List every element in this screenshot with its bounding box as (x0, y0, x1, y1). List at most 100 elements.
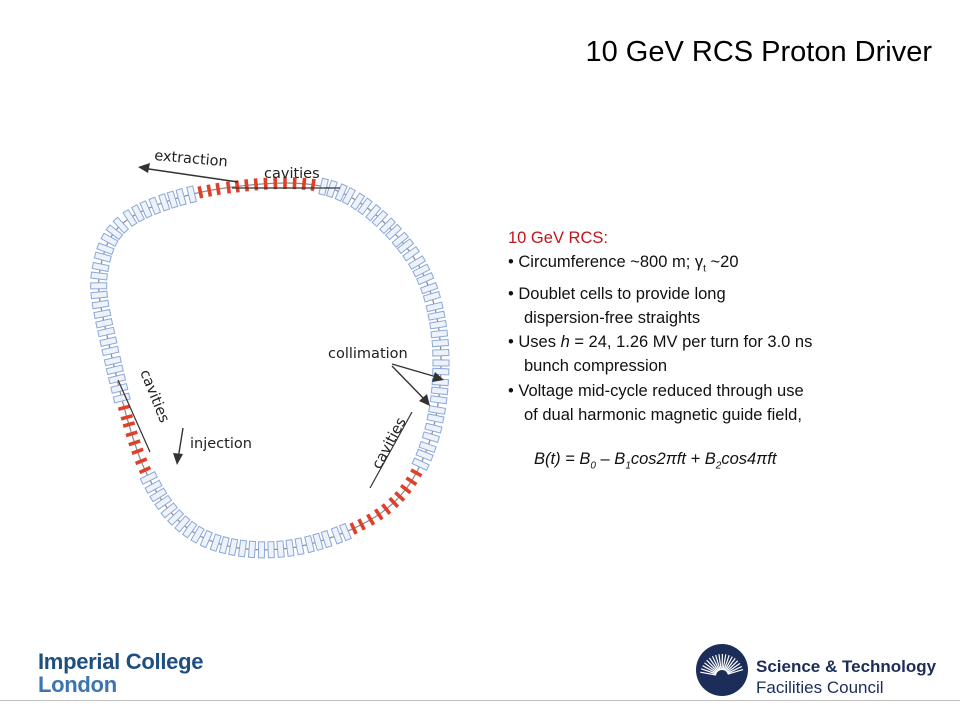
lattice-magnet (285, 539, 295, 557)
stfc-ray (718, 654, 722, 671)
rf-cavity (206, 184, 213, 197)
imperial-logo-line1: Imperial College (38, 649, 204, 674)
cavities-right-bracket (369, 411, 413, 489)
collimation-arrowhead-2 (419, 394, 430, 406)
lattice-magnet (105, 364, 124, 376)
lattice-magnet (97, 326, 116, 338)
stfc-line1: Science & Technology (756, 657, 937, 676)
lattice-magnet (412, 263, 431, 278)
rf-cavity (134, 457, 148, 466)
lattice-magnet (99, 336, 118, 347)
lattice-magnet (432, 367, 450, 376)
stfc-ray (727, 669, 744, 675)
lattice-magnet (122, 208, 138, 228)
lattice-magnet (428, 405, 447, 415)
stfc-ray (702, 665, 717, 674)
rf-cavity (405, 476, 418, 486)
rf-cavity (349, 522, 358, 535)
lattice-magnet (160, 502, 179, 519)
bullet-voltage-cont: of dual harmonic magnetic guide field, (524, 405, 802, 424)
rf-cavity (128, 439, 141, 447)
lattice-magnet (419, 282, 439, 295)
injection-arrowhead (173, 453, 183, 465)
lattice-magnet (149, 487, 168, 503)
lattice-magnet (415, 448, 434, 462)
stfc-ray (725, 660, 739, 673)
lattice-magnet (93, 251, 112, 263)
lattice-magnet (425, 301, 444, 313)
lattice-magnet (91, 261, 110, 273)
footer-divider (0, 700, 960, 701)
lattice-magnet (338, 522, 352, 542)
lattice-magnet (411, 457, 430, 471)
rf-cavity (388, 496, 400, 509)
lattice-magnet (407, 255, 427, 270)
rf-cavity (381, 503, 392, 515)
stfc-ray (724, 656, 733, 671)
lattice-magnet (228, 538, 239, 557)
collimation-arrow-2 (391, 365, 428, 403)
rf-cavity (292, 177, 297, 190)
slide-title: 10 GeV RCS Proton Driver (585, 36, 932, 68)
rf-cavity (283, 176, 287, 190)
lattice-magnet (350, 192, 366, 211)
stfc-ray (722, 654, 727, 671)
lattice-magnet (158, 193, 171, 212)
lattice-magnet (237, 539, 248, 558)
lattice-magnet (430, 329, 449, 339)
lattice-magnet (91, 299, 110, 310)
lattice-magnet (110, 382, 129, 394)
lattice-magnet (139, 200, 153, 219)
bullet-doublet: • Doublet cells to provide long (508, 284, 726, 303)
lattice-magnet (105, 224, 124, 241)
rcs-description: 10 GeV RCS: • Circumference ~800 m; γt ~… (508, 226, 812, 478)
imperial-college-logo: Imperial College London (38, 650, 203, 696)
lattice-magnet (424, 422, 443, 434)
rf-cavity (399, 484, 412, 495)
guide-field-equation: B(t) = B0 – B1cos2πft + B2cos4πft (534, 449, 777, 472)
cavities-left-bracket (117, 379, 151, 453)
stfc-ray (708, 657, 720, 672)
rf-cavity (357, 518, 366, 531)
bullet-uses-cont: bunch compression (524, 357, 668, 376)
lattice-magnet (334, 183, 348, 202)
lattice-magnet (276, 540, 285, 558)
extraction-arrow (141, 167, 239, 183)
lattice-magnet (107, 373, 127, 385)
stfc-line2: Facilities Council (756, 678, 884, 697)
rf-cavity (234, 180, 240, 193)
lattice-magnet (190, 525, 205, 544)
lattice-magnet (357, 197, 373, 216)
bullet-voltage: • Voltage mid-cycle reduced through use (508, 381, 804, 400)
lattice-magnet (95, 318, 114, 329)
lattice-magnet (365, 203, 382, 222)
extraction-arrowhead (138, 163, 150, 173)
extraction-label: extraction (154, 148, 229, 170)
lattice-magnet (148, 196, 162, 215)
rf-cavity (263, 177, 268, 190)
stfc-logo-text: Science & Technology Facilities Council (756, 656, 936, 698)
lattice-magnet (90, 290, 108, 300)
rf-cavity (273, 177, 278, 190)
stfc-ray (701, 668, 717, 675)
lattice-magnet (103, 355, 122, 367)
rf-cavity (301, 177, 307, 190)
lattice-magnet (199, 529, 213, 549)
bullet-uses: • Uses h = 24, 1.26 MV per turn for 3.0 … (508, 333, 813, 352)
rf-cavity (373, 508, 384, 521)
lattice-magnet (267, 541, 275, 559)
lattice-magnet (418, 440, 437, 454)
stfc-ray (727, 665, 743, 674)
lattice-magnet (396, 238, 415, 255)
lattice-magnet (371, 209, 389, 228)
lattice-magnet (112, 392, 131, 404)
lattice-magnet (90, 271, 108, 281)
lattice-magnet (341, 186, 356, 206)
rf-cavity (138, 465, 152, 475)
lattice-magnet (330, 526, 344, 545)
lattice-magnet (144, 479, 163, 494)
lattice-magnet (430, 386, 449, 396)
ring-lattice (90, 176, 450, 559)
stfc-sunburst-icon (696, 644, 748, 696)
lattice-magnet (181, 520, 198, 539)
